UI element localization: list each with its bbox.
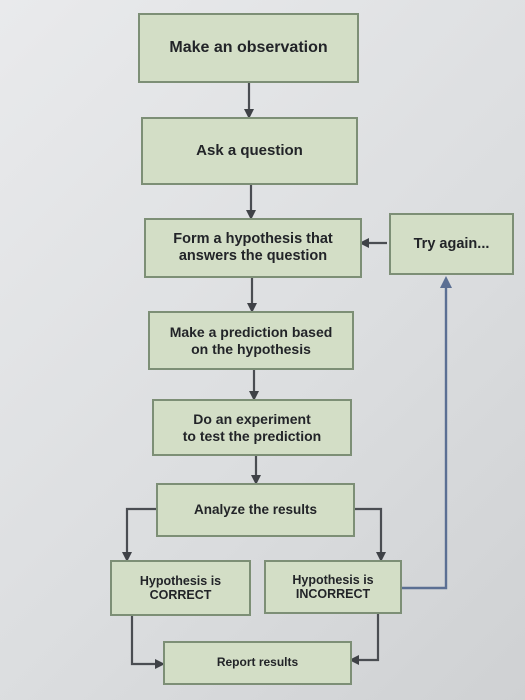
box-analyze-results: Analyze the results: [156, 483, 355, 537]
box-do-experiment: Do an experiment to test the prediction: [152, 399, 352, 456]
box-hypothesis-incorrect-label: Hypothesis is INCORRECT: [292, 572, 374, 601]
box-ask-question-label: Ask a question: [196, 142, 303, 160]
box-try-again: Try again...: [389, 213, 514, 275]
box-report-results: Report results: [163, 641, 352, 685]
box-ask-question: Ask a question: [141, 117, 358, 185]
arrow-correct-to-report: [130, 616, 165, 669]
box-make-observation-label: Make an observation: [169, 38, 328, 56]
box-form-hypothesis-label: Form a hypothesis that answers the quest…: [173, 231, 333, 264]
box-make-prediction: Make a prediction based on the hypothesi…: [148, 311, 354, 370]
box-make-observation: Make an observation: [138, 13, 359, 83]
arrow-analyze-to-incorrect: [355, 507, 386, 562]
arrow-incorrect-to-report: [349, 614, 380, 665]
box-try-again-label: Try again...: [413, 235, 490, 252]
box-report-results-label: Report results: [216, 655, 299, 670]
box-hypothesis-correct: Hypothesis is CORRECT: [110, 560, 251, 616]
box-analyze-results-label: Analyze the results: [193, 502, 318, 518]
box-form-hypothesis: Form a hypothesis that answers the quest…: [144, 218, 362, 278]
arrow-incorrect-to-try-again: [402, 276, 452, 590]
arrow-analyze-to-correct: [122, 507, 158, 562]
box-do-experiment-label: Do an experiment to test the prediction: [182, 411, 322, 444]
box-make-prediction-label: Make a prediction based on the hypothesi…: [169, 324, 333, 357]
box-hypothesis-correct-label: Hypothesis is CORRECT: [139, 573, 222, 602]
box-hypothesis-incorrect: Hypothesis is INCORRECT: [264, 560, 402, 614]
